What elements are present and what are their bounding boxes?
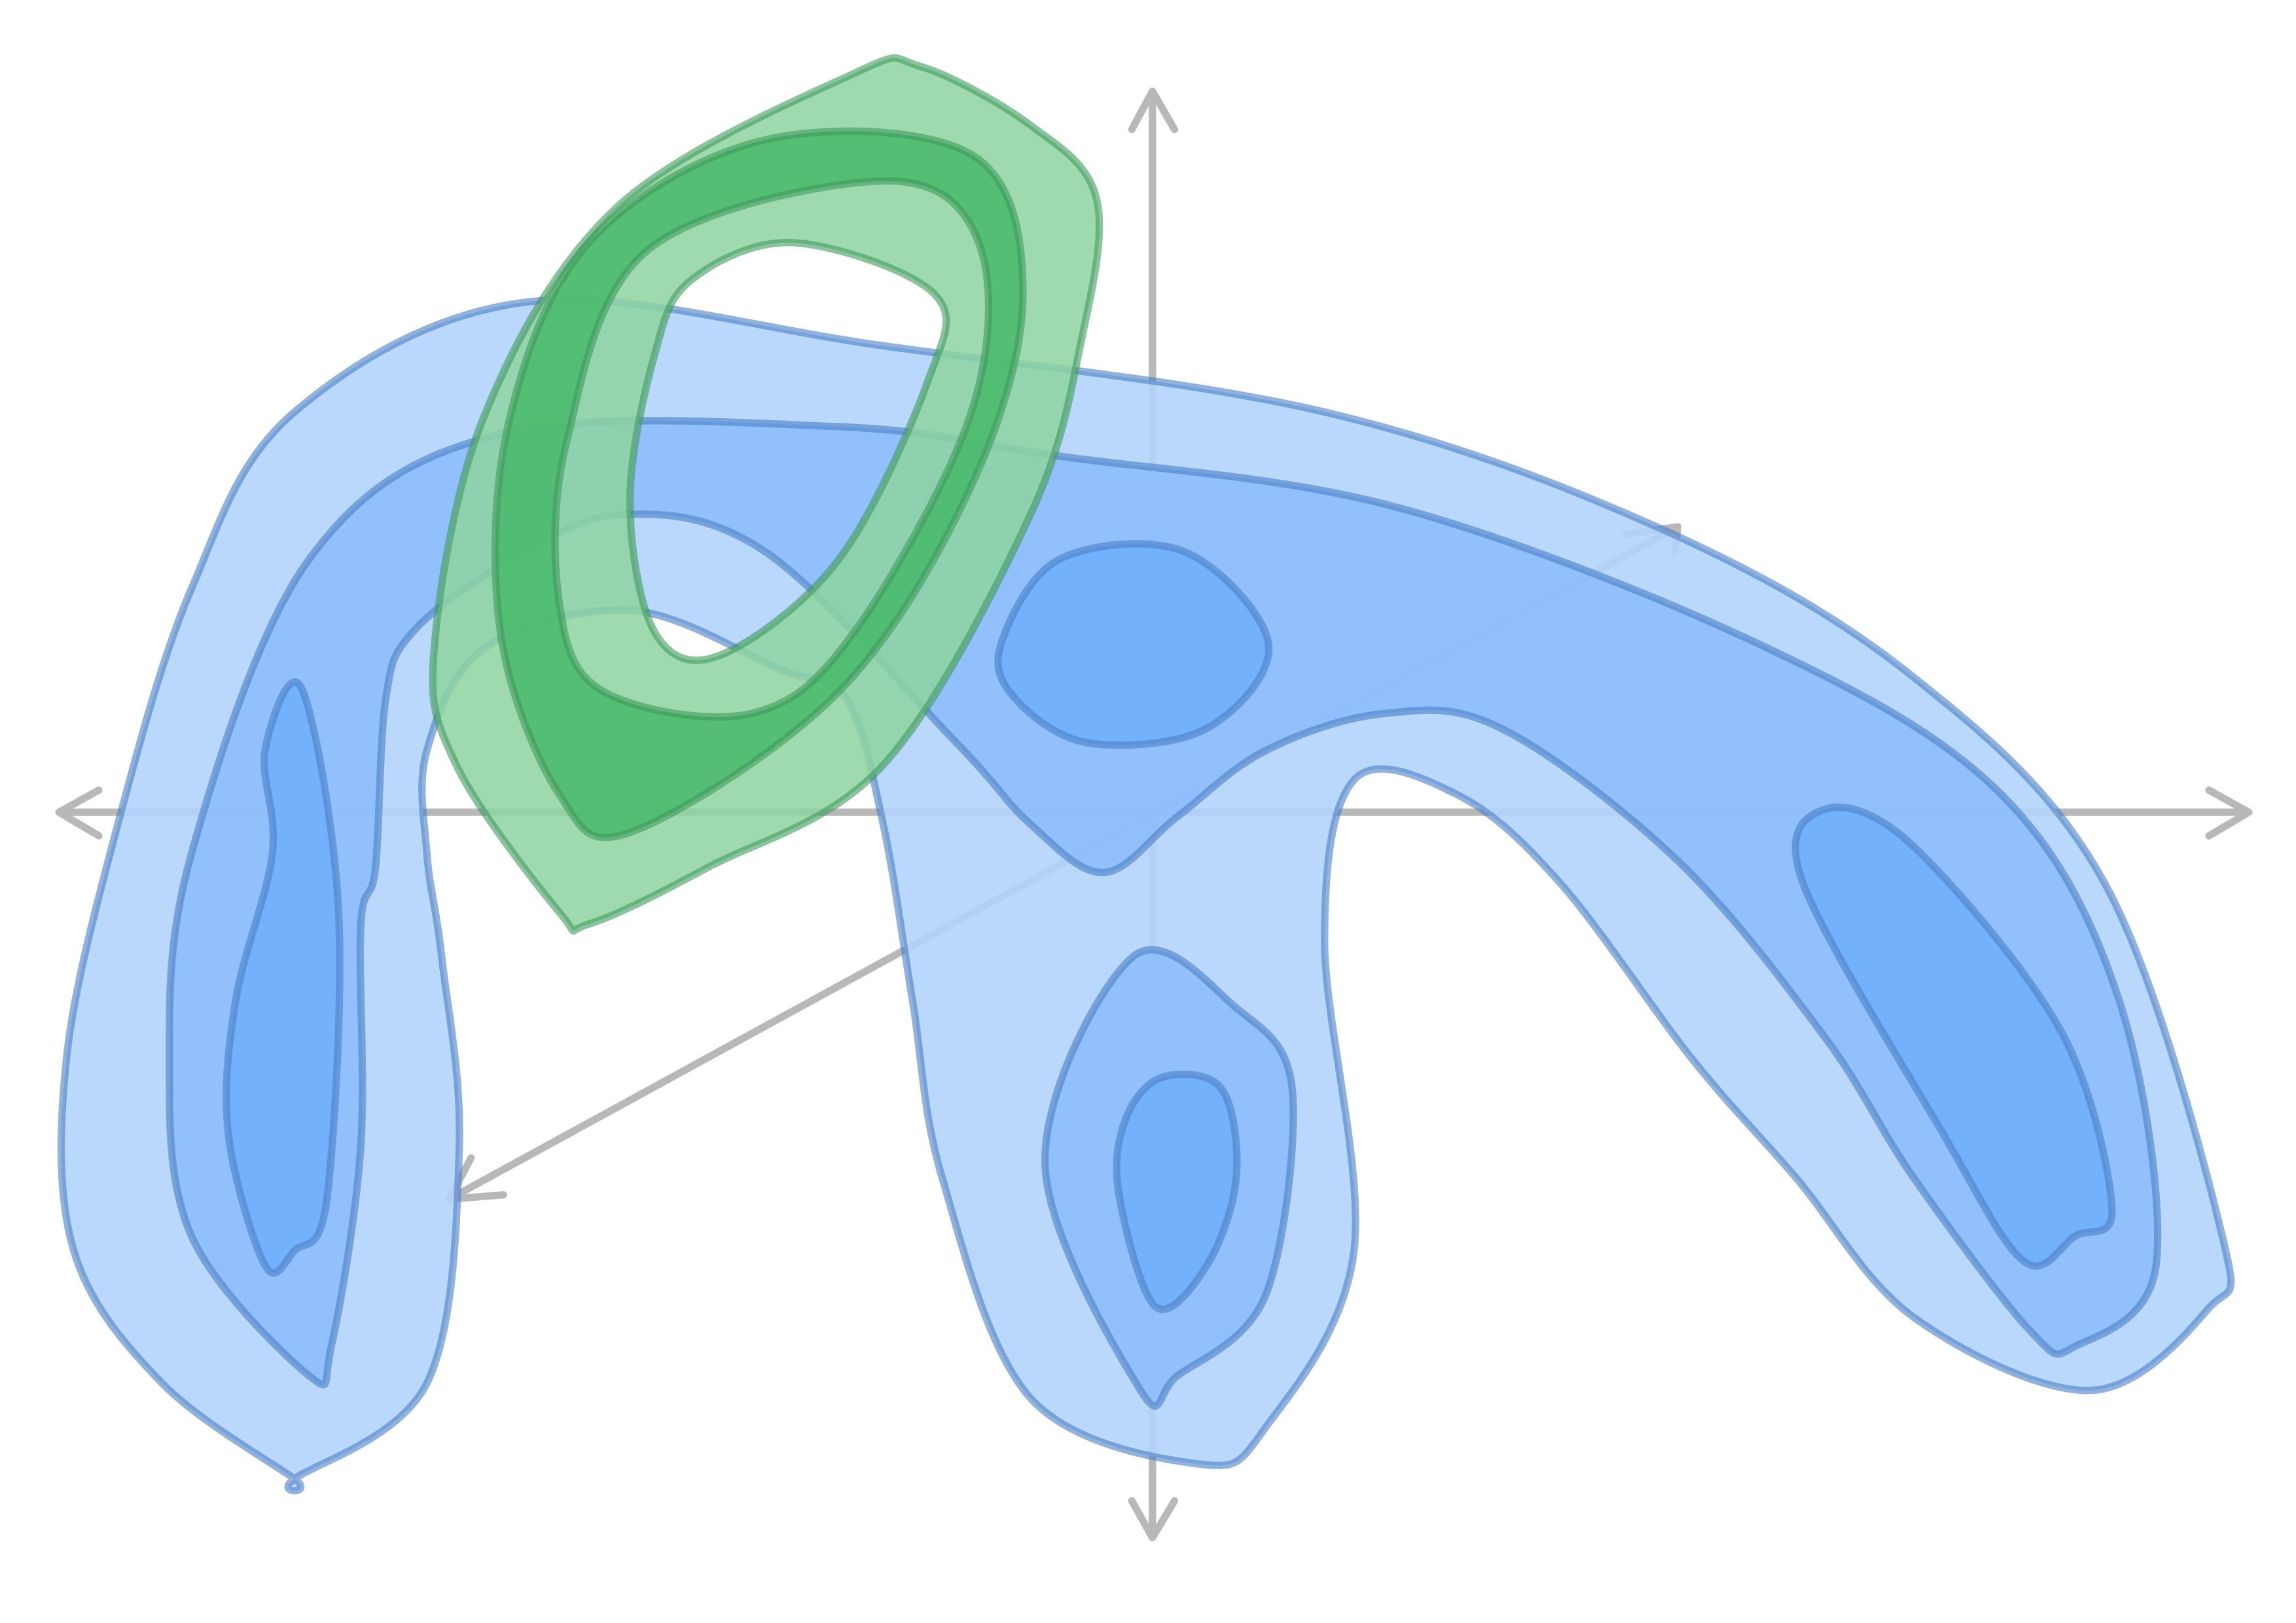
x-axis-left-arrow-icon (55, 786, 103, 840)
y-axis-down-arrow-icon (1128, 1497, 1179, 1542)
blue-core-bottom (1113, 1070, 1241, 1313)
blue-core-center (994, 540, 1273, 749)
blue-core-right (1791, 803, 2116, 1270)
y-axis-up-arrow-icon (1128, 87, 1179, 134)
x-axis-right-arrow-icon (2205, 786, 2253, 840)
green-inner-ring (491, 127, 1027, 842)
blue-core-left (223, 678, 344, 1277)
